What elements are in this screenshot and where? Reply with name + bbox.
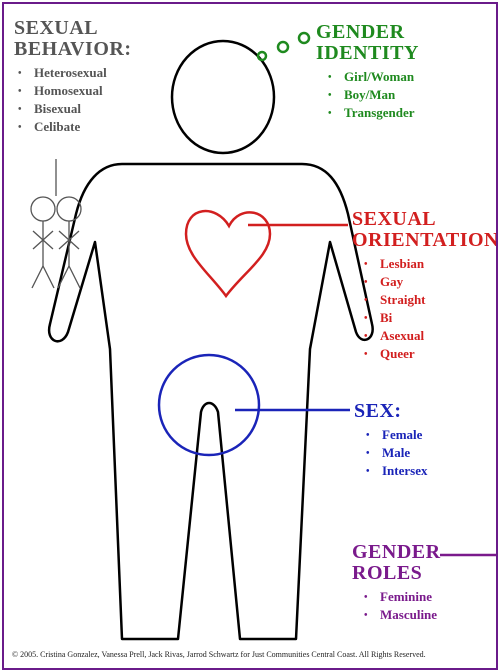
list-item: Transgender	[316, 104, 419, 122]
thought-bubble-large	[297, 31, 311, 45]
sex-label: SEX: Female Male Intersex	[354, 401, 428, 480]
list-item: Intersex	[354, 462, 428, 480]
list-item: Straight	[352, 291, 496, 309]
sex-title: SEX:	[354, 400, 402, 422]
sexual-behavior-list: Heterosexual Homosexual Bisexual Celibat…	[14, 64, 132, 136]
sexual-behavior-title-1: SEXUAL	[14, 17, 99, 39]
list-item: Heterosexual	[14, 64, 132, 82]
list-item: Masculine	[352, 606, 441, 624]
gender-roles-title-1: GENDER	[352, 541, 441, 563]
gender-identity-title-2: IDENTITY	[316, 42, 419, 64]
list-item: Queer	[352, 345, 496, 363]
thought-bubble-medium	[276, 40, 290, 54]
sexual-orientation-title-2: ORIENTATION	[352, 229, 498, 251]
head-outline	[170, 39, 276, 155]
list-item: Gay	[352, 273, 496, 291]
pelvis-circle	[157, 353, 261, 457]
gender-roles-title-2: ROLES	[352, 562, 423, 584]
list-item: Bisexual	[14, 100, 132, 118]
list-item: Female	[354, 426, 428, 444]
list-item: Bi	[352, 309, 496, 327]
sex-list: Female Male Intersex	[354, 426, 428, 480]
gender-identity-label: GENDER IDENTITY Girl/Woman Boy/Man Trans…	[316, 22, 419, 122]
two-stick-figures-icon	[30, 159, 82, 289]
sexual-orientation-list: Lesbian Gay Straight Bi Asexual Queer	[352, 255, 496, 363]
list-item: Lesbian	[352, 255, 496, 273]
sexual-orientation-title-1: SEXUAL	[352, 208, 437, 230]
list-item: Asexual	[352, 327, 496, 345]
list-item: Boy/Man	[316, 86, 419, 104]
sexual-behavior-label: SEXUAL BEHAVIOR: Heterosexual Homosexual…	[14, 18, 132, 136]
sexual-behavior-title-2: BEHAVIOR:	[14, 38, 132, 60]
copyright-notice: © 2005. Cristina Gonzalez, Vanessa Prell…	[12, 650, 426, 659]
gender-roles-label: GENDER ROLES Feminine Masculine	[352, 542, 441, 624]
gender-roles-list: Feminine Masculine	[352, 588, 441, 624]
gender-identity-list: Girl/Woman Boy/Man Transgender	[316, 68, 419, 122]
sexual-orientation-label: SEXUAL ORIENTATION Lesbian Gay Straight …	[352, 208, 498, 363]
list-item: Celibate	[14, 118, 132, 136]
list-item: Male	[354, 444, 428, 462]
list-item: Feminine	[352, 588, 441, 606]
person-figure	[30, 31, 496, 641]
thought-bubble-small	[256, 50, 268, 62]
gender-identity-title-1: GENDER	[316, 21, 405, 43]
list-item: Homosexual	[14, 82, 132, 100]
heart-icon	[184, 209, 272, 299]
body-outline	[47, 162, 374, 641]
list-item: Girl/Woman	[316, 68, 419, 86]
